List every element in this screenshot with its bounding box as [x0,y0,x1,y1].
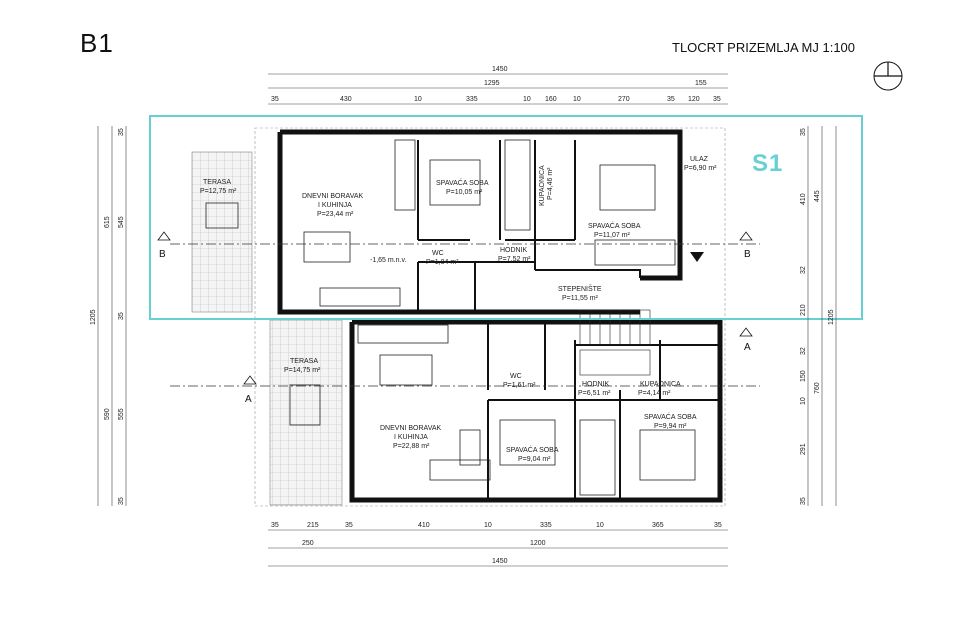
dim-right-445: 445 [814,190,821,202]
room-kupaonica-bottom-area: P=4,14 m² [638,390,671,397]
room-hodnik-bottom-name: HODNIK [582,381,610,388]
dim-bot-e: 10 [484,522,492,529]
dim-bot-total: 1450 [492,558,508,565]
dim-right-e: 32 [800,347,807,355]
room-ulaz-name: ULAZ [690,156,709,163]
dim-top-f: 160 [545,96,557,103]
dim-top-j: 120 [688,96,700,103]
room-soba2-name: SPAVAĆA SOBA [588,221,641,230]
dim-right-i: 35 [800,497,807,505]
room-kupaonica-bottom-name: KUPAONICA [640,381,681,388]
room-soba4-name: SPAVAĆA SOBA [506,445,559,454]
dim-top-e: 10 [523,96,531,103]
dim-right-f: 150 [800,370,807,382]
room-soba3-name: SPAVAĆA SOBA [644,412,697,421]
dim-top-h: 270 [618,96,630,103]
dim-left-590: 590 [104,408,111,420]
room-hodnik-bottom-area: P=6,51 m² [578,390,611,397]
dim-bot-i: 35 [714,522,722,529]
dim-left-e: 35 [118,497,125,505]
room-boravak-bottom-name: DNEVNI BORAVAK [380,425,442,432]
north-arrow-icon [873,61,903,91]
dim-top-d: 335 [466,96,478,103]
terrace-bottom [269,319,343,506]
room-terasa-top-area: P=12,75 m² [200,188,237,195]
dim-right-760: 760 [814,382,821,394]
room-boravak-bottom-area: P=22,88 m² [393,443,430,450]
dim-bot-g: 10 [596,522,604,529]
dim-top-k: 35 [713,96,721,103]
section-label-b-left: B [159,249,166,260]
section-label-b-right: B [744,249,751,260]
dim-left-c: 35 [118,312,125,320]
dim-right-h: 291 [800,443,807,455]
dim-right-g: 10 [800,397,807,405]
dim-top-i: 35 [667,96,675,103]
room-wc-top-name: WC [432,250,444,257]
building-title: B1 [80,28,114,58]
dim-bot-d: 410 [418,522,430,529]
room-terasa-top-name: TERASA [203,179,231,186]
dim-left-total: 1205 [90,309,97,325]
room-wc-top-area: P=1,84 m² [426,259,459,266]
dim-top-a: 35 [271,96,279,103]
room-stepeniste-name: STEPENIŠTE [558,284,602,293]
dim-left-615: 615 [104,216,111,228]
room-soba1-name: SPAVAĆA SOBA [436,178,489,187]
room-kupaonica-top-area: P=4,46 m² [547,167,554,200]
dim-bot-c: 35 [345,522,353,529]
s1-highlight-frame [149,115,863,320]
dim-left-d: 555 [118,408,125,420]
dim-bot-1200: 1200 [530,540,546,547]
room-ulaz-area: P=6,90 m² [684,165,717,172]
dim-right-total: 1205 [828,309,835,325]
dim-right-d: 210 [800,304,807,316]
room-soba3-area: P=9,94 m² [654,423,687,430]
dim-top-c: 10 [414,96,422,103]
room-terasa-bottom-name: TERASA [290,358,318,365]
wall-lower-unit [349,319,723,503]
dim-right-b: 410 [800,193,807,205]
s1-label: S1 [752,150,784,177]
dim-bot-h: 365 [652,522,664,529]
dim-top-total: 1450 [492,66,508,73]
dim-bot-250: 250 [302,540,314,547]
dim-left-b: 545 [118,216,125,228]
level-marker: -1,65 m.n.v. [370,257,406,264]
wall-upper-unit [277,129,683,315]
dim-bot-b: 215 [307,522,319,529]
room-soba4-area: P=9,04 m² [518,456,551,463]
room-soba1-area: P=10,05 m² [446,189,483,196]
section-label-a-left: A [245,394,252,405]
dim-right-c: 32 [800,266,807,274]
room-wc-bottom-area: P=1,61 m² [503,382,536,389]
room-kupaonica-top-name: KUPAONICA [539,165,546,206]
room-stepeniste-area: P=11,55 m² [562,295,599,302]
plan-title: TLOCRT PRIZEMLJA MJ 1:100 [672,40,856,55]
dim-top-155: 155 [695,80,707,87]
room-soba2-area: P=11,07 m² [594,232,631,239]
dim-top-b: 430 [340,96,352,103]
dim-bot-f: 335 [540,522,552,529]
room-boravak-bottom-name2: I KUHINJA [394,434,428,441]
room-hodnik-top-name: HODNIK [500,247,528,254]
dim-top-g: 10 [573,96,581,103]
dim-right-a: 35 [800,128,807,136]
room-terasa-bottom-area: P=14,75 m² [284,367,321,374]
room-boravak-top-area: P=23,44 m² [317,211,354,218]
dim-left-a: 35 [118,128,125,136]
dim-bot-a: 35 [271,522,279,529]
room-wc-bottom-name: WC [510,373,522,380]
section-label-a-right: A [744,342,751,353]
dim-top-1295: 1295 [484,80,500,87]
room-boravak-top-name2: I KUHINJA [318,202,352,209]
room-hodnik-top-area: P=7,52 m² [498,256,531,263]
terrace-top [191,151,253,313]
room-boravak-top-name: DNEVNI BORAVAK [302,193,364,200]
